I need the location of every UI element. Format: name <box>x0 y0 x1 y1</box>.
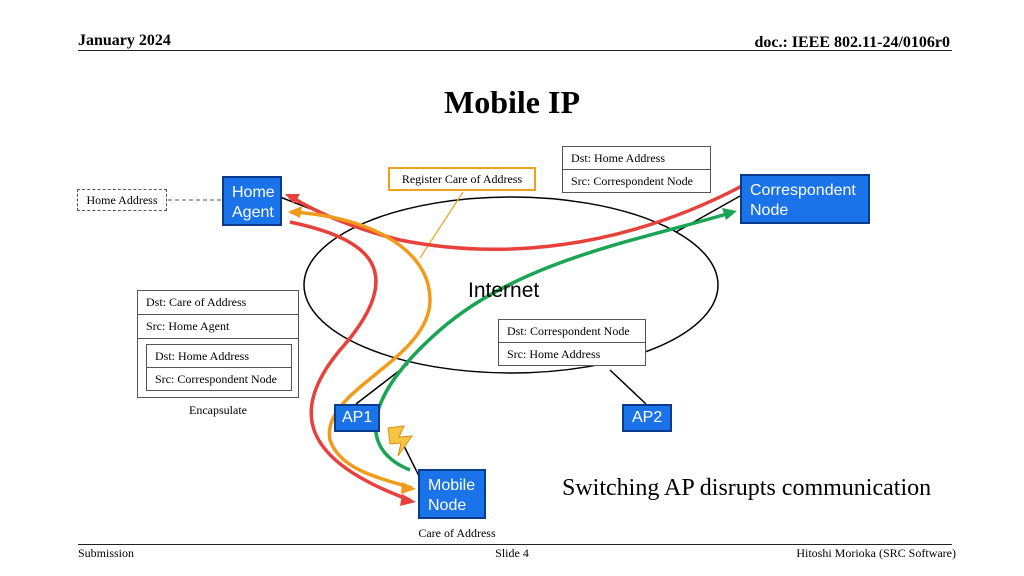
correspondent-label-2: Node <box>750 202 789 219</box>
packet-middle-dst: Dst: Correspondent Node <box>498 319 646 343</box>
packet-outer-dst: Dst: Care of Address <box>138 291 298 315</box>
green-arrowhead-correspondent <box>722 208 737 220</box>
footer-slide-number: Slide 4 <box>495 546 529 560</box>
register-callout-line <box>419 191 464 259</box>
header-rule <box>78 50 952 51</box>
home-agent-label-1: Home <box>232 184 275 201</box>
orange-arrowhead-home-agent <box>288 206 302 218</box>
ap2-node: AP2 <box>622 404 672 432</box>
correspondent-label-1: Correspondent <box>750 182 856 199</box>
home-agent-node: Home Agent <box>222 176 282 226</box>
disruption-note: Switching AP disrupts communication <box>562 475 932 501</box>
packet-encapsulated: Dst: Care of Address Src: Home Agent Dst… <box>137 290 299 398</box>
slide-title: Mobile IP <box>444 84 580 120</box>
mobile-label-2: Node <box>428 497 467 514</box>
header-date: January 2024 <box>78 32 171 49</box>
link-ap2 <box>609 369 647 405</box>
footer-submission: Submission <box>78 546 135 560</box>
encapsulate-label: Encapsulate <box>189 403 247 417</box>
packet-top-right-dst: Dst: Home Address <box>562 146 711 170</box>
ap2-label: AP2 <box>632 409 663 426</box>
packet-middle: Dst: Correspondent Node Src: Home Addres… <box>498 319 646 366</box>
mobile-node: Mobile Node <box>418 469 486 519</box>
register-care-of-address-label: Register Care of Address <box>388 167 536 191</box>
footer-author: Hitoshi Morioka (SRC Software) <box>796 546 956 560</box>
correspondent-node: Correspondent Node <box>740 174 870 224</box>
mobile-label-1: Mobile <box>428 477 476 494</box>
packet-top-right: Dst: Home Address Src: Correspondent Nod… <box>562 146 711 193</box>
packet-middle-src: Src: Home Address <box>498 342 646 366</box>
packet-inner-src: Src: Correspondent Node <box>146 367 292 391</box>
orange-arrowhead-mobile <box>401 482 416 494</box>
packet-inner-dst: Dst: Home Address <box>146 344 292 368</box>
header-doc-id: doc.: IEEE 802.11-24/0106r0 <box>754 34 950 51</box>
red-arrowhead-home-agent <box>285 194 300 204</box>
packet-top-right-src: Src: Correspondent Node <box>562 169 711 193</box>
red-path-upper <box>289 184 743 251</box>
home-agent-label-2: Agent <box>232 204 274 221</box>
red-arrowhead-mobile <box>400 494 416 506</box>
ap1-label: AP1 <box>342 409 373 426</box>
green-path <box>373 211 731 472</box>
packet-outer-src: Src: Home Agent <box>138 315 298 339</box>
home-address-label: Home Address <box>77 189 167 211</box>
footer-rule <box>78 544 952 545</box>
internet-cloud <box>303 196 719 374</box>
orange-path <box>289 210 432 490</box>
disruption-lightning-icon <box>387 425 414 457</box>
red-path-lower <box>289 220 411 502</box>
packet-inner: Dst: Home Address Src: Correspondent Nod… <box>146 344 292 391</box>
internet-label: Internet <box>468 279 540 302</box>
ap1-node: AP1 <box>334 404 380 432</box>
care-of-address-label: Care of Address <box>418 526 496 540</box>
